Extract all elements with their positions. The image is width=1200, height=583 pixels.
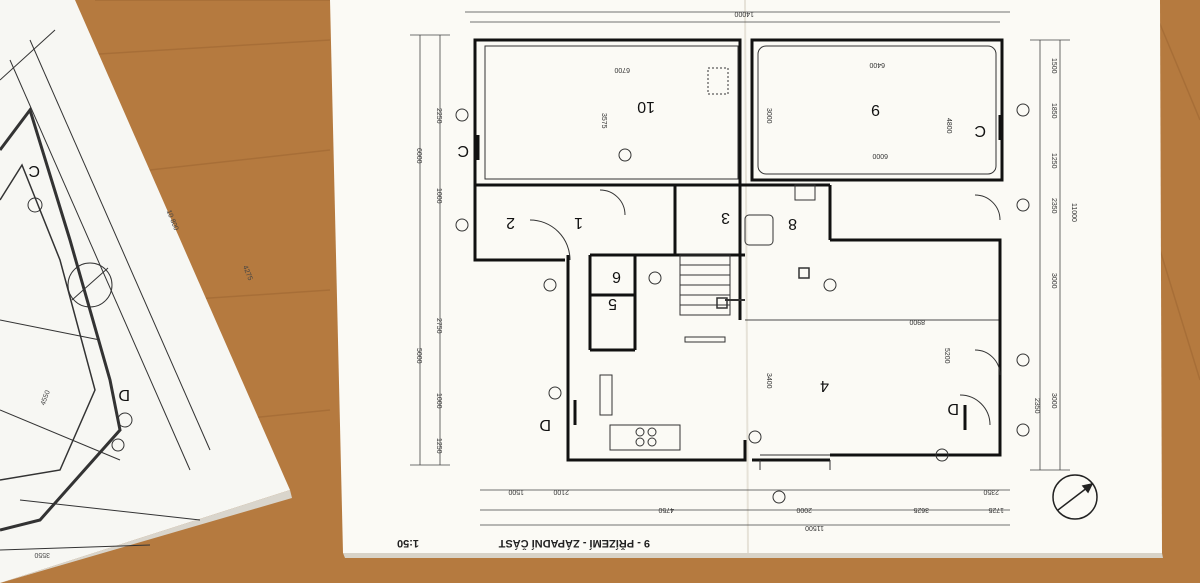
dim-inner-0: 3575 bbox=[600, 113, 607, 129]
dim-top-0: 6700 bbox=[614, 66, 630, 73]
dim-right-6: 2350 bbox=[1033, 398, 1040, 414]
dimension-lines bbox=[410, 11, 1070, 526]
room-number-1: 1 bbox=[574, 214, 583, 231]
room-number-4: 4 bbox=[820, 377, 829, 394]
dim-left-3: 1000 bbox=[435, 188, 442, 204]
floor-plan-details bbox=[484, 45, 1001, 470]
dim-bottom-1: 4750 bbox=[658, 506, 674, 513]
room-number-2: 2 bbox=[506, 214, 515, 231]
right-sheet: 10 9 1 2 3 8 6 5 4 C C D D 14000 11000 6… bbox=[330, 0, 1163, 558]
dim-inner-2: 4800 bbox=[945, 118, 952, 134]
dim-overall-height: 11000 bbox=[1070, 203, 1077, 222]
dim-right-0: 1500 bbox=[1050, 58, 1057, 74]
left-dim-4: 4550 bbox=[40, 389, 52, 406]
dim-inner-3: 5200 bbox=[943, 348, 950, 364]
left-section-mark-d: D bbox=[118, 386, 130, 403]
dim-right-3: 2350 bbox=[1050, 198, 1057, 214]
left-plan-drawing bbox=[0, 29, 211, 551]
drawing-title: 9 - PŘÍZEMÍ - ZÁPADNÍ ČÁST bbox=[498, 537, 650, 550]
dim-left-4: 2750 bbox=[435, 318, 442, 334]
dim-overall-width: 14000 bbox=[734, 10, 754, 17]
dim-top-1: 6400 bbox=[869, 61, 885, 68]
dim-bottom-4: 1725 bbox=[988, 506, 1004, 513]
dim-right-4: 3000 bbox=[1050, 273, 1057, 289]
dim-bottom-7: 2100 bbox=[553, 488, 569, 495]
floor-plan-walls bbox=[473, 38, 1004, 462]
room-labels: 10 9 1 2 3 8 6 5 4 bbox=[506, 98, 880, 394]
section-marks bbox=[476, 115, 1002, 430]
dim-left-2: 2250 bbox=[435, 108, 442, 124]
dim-bottom-2: 2000 bbox=[796, 506, 812, 513]
room-number-9: 9 bbox=[871, 101, 880, 118]
section-mark-c-right: C bbox=[974, 122, 986, 139]
dim-inner-5: 8900 bbox=[909, 318, 925, 325]
drawing-scale: 1:50 bbox=[397, 537, 419, 549]
dim-inner-6: 6000 bbox=[872, 152, 888, 159]
paper-fold bbox=[744, 0, 749, 554]
outlet-symbols bbox=[455, 103, 1030, 504]
dim-bottom-3: 3625 bbox=[913, 506, 929, 513]
section-mark-d-left: D bbox=[539, 416, 551, 433]
north-arrow bbox=[1052, 474, 1098, 520]
dim-inner-1: 3000 bbox=[765, 108, 772, 124]
room-number-10: 10 bbox=[637, 98, 655, 115]
left-section-mark-c: C bbox=[28, 162, 40, 179]
dim-left-0: 6000 bbox=[415, 148, 422, 164]
dim-left-1: 5000 bbox=[415, 348, 422, 364]
dim-bottom-6: 1500 bbox=[508, 488, 524, 495]
left-sheet: 10 800 4275 3550 4550 C D bbox=[0, 0, 292, 583]
dim-right-1: 1850 bbox=[1050, 103, 1057, 119]
section-mark-d-right: D bbox=[947, 400, 959, 417]
room-number-6: 6 bbox=[612, 268, 621, 285]
dim-bottom-5: 2350 bbox=[983, 488, 999, 495]
left-paper bbox=[0, 0, 290, 583]
dim-inner-4: 3400 bbox=[765, 373, 772, 389]
dim-left-6: 1250 bbox=[435, 438, 442, 454]
room-number-3: 3 bbox=[721, 209, 730, 226]
dim-bottom-0: 11500 bbox=[805, 524, 824, 531]
left-dim-3: 3550 bbox=[34, 551, 50, 558]
room-number-5: 5 bbox=[608, 295, 617, 312]
dim-left-5: 1000 bbox=[435, 393, 442, 409]
dim-right-2: 1250 bbox=[1050, 153, 1057, 169]
room-number-8: 8 bbox=[788, 215, 797, 232]
section-mark-c-left: C bbox=[457, 142, 469, 159]
dim-right-5: 3000 bbox=[1050, 393, 1057, 409]
